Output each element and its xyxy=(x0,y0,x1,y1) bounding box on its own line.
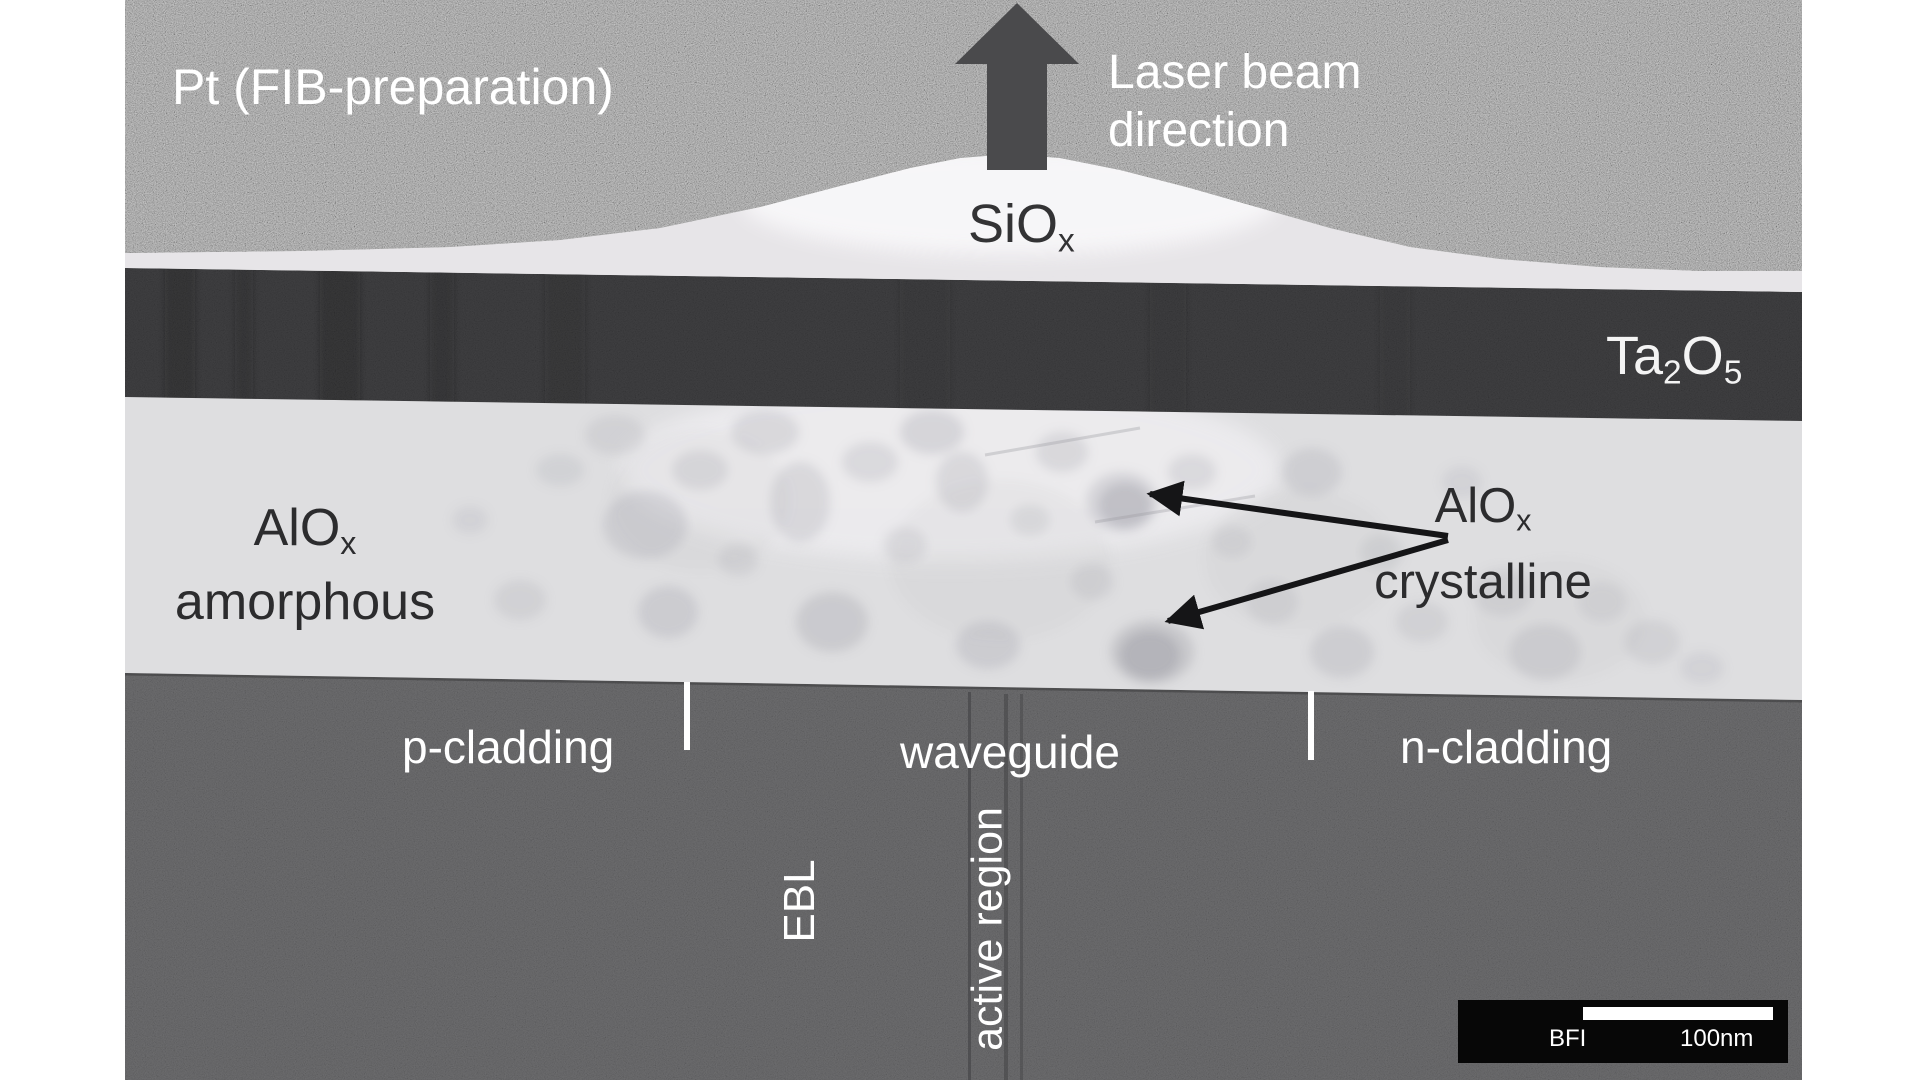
left-margin xyxy=(0,0,125,1080)
alox-crystallites xyxy=(452,410,1724,684)
scale-bar xyxy=(1458,1000,1788,1063)
substrate-layer xyxy=(124,672,1803,1080)
boundary-tick-left xyxy=(684,682,690,750)
ta2o5-layer xyxy=(125,268,1802,421)
alox-layer xyxy=(125,397,1802,700)
boundary-tick-right xyxy=(1308,691,1314,760)
pt-layer xyxy=(125,0,1802,271)
crystallite-annotation-arrows xyxy=(1146,480,1449,630)
right-margin xyxy=(1802,0,1920,1080)
scale-bar-line xyxy=(1583,1007,1773,1020)
epitaxial-layer-streaks xyxy=(968,692,1023,1080)
laser-beam-arrow xyxy=(955,3,1079,170)
